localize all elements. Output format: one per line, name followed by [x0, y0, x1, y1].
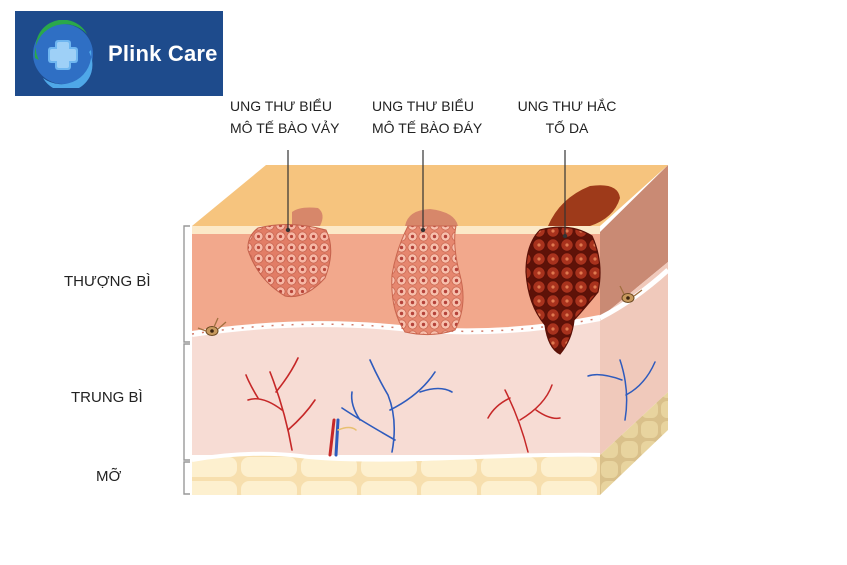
squamous-cell-carcinoma — [247, 207, 332, 298]
basement-membrane — [191, 315, 601, 337]
bracket-epidermis — [183, 225, 190, 343]
artery-left — [245, 357, 316, 451]
callout-basal-cell: UNG THƯ BIỂU MÔ TẾ BÀO ĐÁY — [372, 95, 482, 139]
callout-melanoma-line1: UNG THƯ HẮC — [517, 98, 617, 114]
basal-cell-carcinoma — [391, 209, 464, 336]
layer-brackets — [183, 225, 190, 495]
callout-basal-line1: UNG THƯ BIỂU — [372, 98, 474, 114]
callout-squamous-line1: UNG THƯ BIỂU — [230, 98, 332, 114]
callout-melanoma: UNG THƯ HẮC TỐ DA — [516, 95, 618, 139]
bracket-dermis — [183, 343, 190, 461]
brand-logo: Plink Care — [15, 11, 223, 96]
callout-squamous-line2: MÔ TẾ BÀO VẢY — [230, 120, 340, 136]
plink-care-logo-icon — [33, 20, 93, 88]
brand-name: Plink Care — [108, 41, 218, 66]
layer-label-epidermis: THƯỢNG BÌ — [64, 273, 151, 290]
layer-label-fat: MỠ — [96, 468, 122, 485]
callout-pointers — [287, 150, 566, 236]
callout-melanoma-line2: TỐ DA — [545, 120, 589, 136]
melanocytes — [197, 285, 643, 336]
fat-front — [192, 453, 600, 495]
dermis-front — [192, 318, 600, 455]
vein-right — [587, 359, 656, 421]
nerve-hair — [328, 418, 357, 457]
callout-basal-line2: MÔ TẾ BÀO ĐÁY — [372, 120, 483, 136]
vein-middle — [341, 359, 453, 453]
blood-vessels — [245, 357, 656, 457]
epidermis-side — [600, 165, 668, 318]
callout-squamous-cell: UNG THƯ BIỂU MÔ TẾ BÀO VẢY — [230, 95, 339, 139]
artery-right — [487, 384, 561, 453]
fat-side — [600, 392, 668, 495]
layer-label-dermis: TRUNG BÌ — [71, 389, 143, 406]
melanoma — [525, 185, 620, 355]
bracket-fat — [183, 461, 190, 495]
